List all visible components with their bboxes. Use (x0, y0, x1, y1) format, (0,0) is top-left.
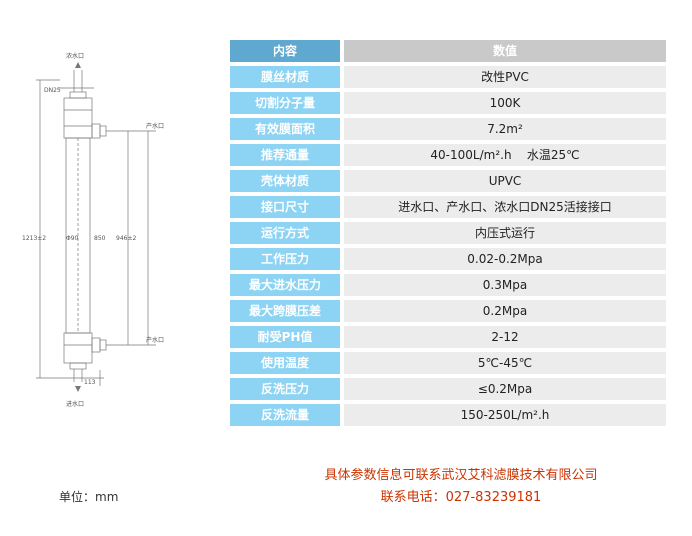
row-value: 0.2Mpa (344, 300, 666, 322)
row-label: 壳体材质 (230, 170, 340, 192)
row-label: 有效膜面积 (230, 118, 340, 140)
table-row: 壳体材质 UPVC (230, 170, 666, 196)
row-value: 内压式运行 (344, 222, 666, 244)
product-outlet-top-label: 产水口 (146, 122, 164, 130)
dim-outer-label: 946±2 (116, 235, 136, 242)
table-row: 切割分子量 100K (230, 92, 666, 118)
table-row: 反洗压力 ≤0.2Mpa (230, 378, 666, 404)
row-value: 40-100L/m².h 水温25℃ (344, 144, 666, 166)
dim-inner-label: 850 (94, 235, 106, 242)
table-row: 工作压力 0.02-0.2Mpa (230, 248, 666, 274)
company-line: 具体参数信息可联系武汉艾科滤膜技术有限公司 (324, 468, 598, 483)
row-value: 2-12 (344, 326, 666, 348)
row-value: 5℃-45℃ (344, 352, 666, 374)
row-value: 7.2m² (344, 118, 666, 140)
unit-label: 单位： (59, 490, 96, 504)
unit-value: mm (95, 490, 119, 504)
table-row: 膜丝材质 改性PVC (230, 66, 666, 92)
table-row: 最大跨膜压差 0.2Mpa (230, 300, 666, 326)
table-row: 使用温度 5℃-45℃ (230, 352, 666, 378)
header-value-cell: 数值 (344, 40, 666, 62)
row-value: 100K (344, 92, 666, 114)
row-label: 最大跨膜压差 (230, 300, 340, 322)
module-drawing: 浓水口 DN25 产水口 产水口 进水口 1213±2 Φ90 850 946±… (22, 52, 164, 408)
row-value: UPVC (344, 170, 666, 192)
dn-label: DN25 (44, 87, 61, 94)
company-info: 具体参数信息可联系武汉艾科滤膜技术有限公司 联系电话：027-83239181 (300, 465, 622, 509)
row-label: 运行方式 (230, 222, 340, 244)
table-row: 接口尺寸 进水口、产水口、浓水口DN25活接接口 (230, 196, 666, 222)
row-value: 改性PVC (344, 66, 666, 88)
row-value: 150-250L/m².h (344, 404, 666, 426)
table-row: 反洗流量 150-250L/m².h (230, 404, 666, 430)
unit-note: 单位：mm (59, 488, 118, 505)
inlet-label: 进水口 (66, 400, 84, 408)
row-label: 膜丝材质 (230, 66, 340, 88)
row-label: 工作压力 (230, 248, 340, 270)
row-value: ≤0.2Mpa (344, 378, 666, 400)
table-row: 推荐通量 40-100L/m².h 水温25℃ (230, 144, 666, 170)
header-label-cell: 内容 (230, 40, 340, 62)
table-row: 最大进水压力 0.3Mpa (230, 274, 666, 300)
row-value: 0.3Mpa (344, 274, 666, 296)
row-label: 最大进水压力 (230, 274, 340, 296)
spec-table: 内容 数值 膜丝材质 改性PVC 切割分子量 100K 有效膜面积 7.2m² … (230, 40, 666, 430)
dim-diameter-label: Φ90 (66, 235, 79, 242)
row-label: 切割分子量 (230, 92, 340, 114)
table-header-row: 内容 数值 (230, 40, 666, 66)
row-value: 进水口、产水口、浓水口DN25活接接口 (344, 196, 666, 218)
product-outlet-bottom-label: 产水口 (146, 336, 164, 344)
dim-bottom-label: 113 (84, 379, 96, 386)
table-row: 运行方式 内压式运行 (230, 222, 666, 248)
row-label: 反洗压力 (230, 378, 340, 400)
row-label: 推荐通量 (230, 144, 340, 166)
table-row: 耐受PH值 2-12 (230, 326, 666, 352)
dim-total-label: 1213±2 (22, 235, 46, 242)
concentrate-outlet-label: 浓水口 (66, 52, 84, 60)
row-label: 耐受PH值 (230, 326, 340, 348)
row-value: 0.02-0.2Mpa (344, 248, 666, 270)
row-label: 接口尺寸 (230, 196, 340, 218)
row-label: 反洗流量 (230, 404, 340, 426)
row-label: 使用温度 (230, 352, 340, 374)
contact-line: 联系电话：027-83239181 (380, 490, 542, 505)
table-row: 有效膜面积 7.2m² (230, 118, 666, 144)
